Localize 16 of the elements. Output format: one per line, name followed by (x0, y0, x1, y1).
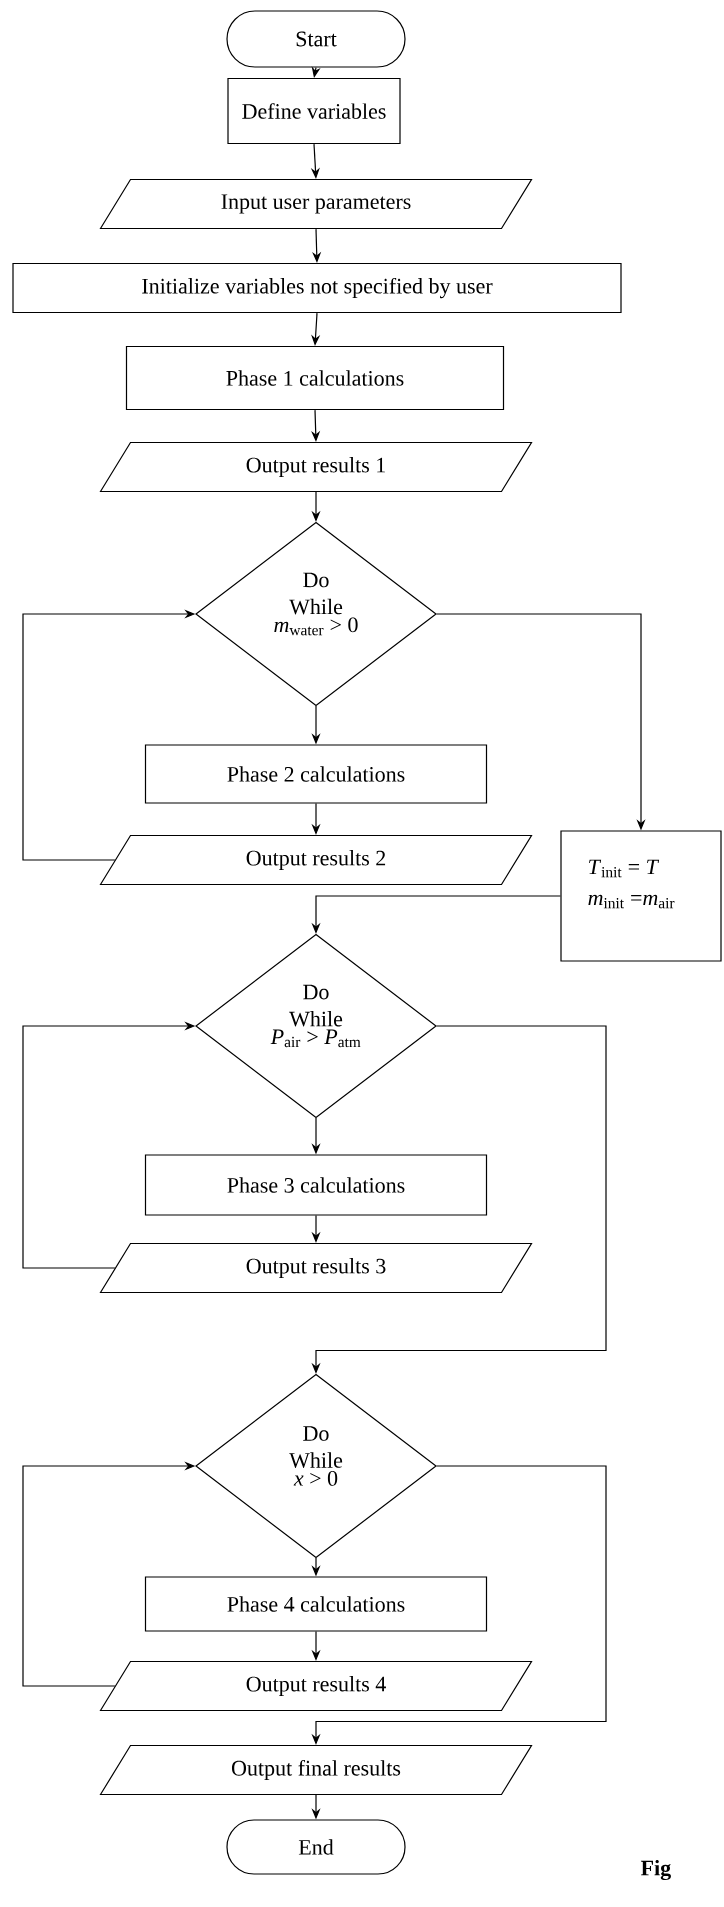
process-box: Initialize variables not specified by user (12, 262, 622, 314)
io-parallelogram: Input user parameters (99, 178, 533, 230)
figure-caption: Fig (641, 1859, 671, 1881)
terminal-box: Start (226, 10, 406, 68)
io-parallelogram: Output results 1 (99, 441, 533, 493)
io-parallelogram: Output results 3 (99, 1242, 533, 1294)
terminal-box: End (226, 1819, 406, 1875)
io-parallelogram: Output results 2 (99, 834, 533, 886)
process-box: Phase 3 calculations (144, 1154, 488, 1216)
io-parallelogram: Output final results (99, 1744, 533, 1796)
process-box: Phase 2 calculations (144, 744, 488, 804)
process-box: Phase 1 calculations (125, 345, 505, 411)
io-parallelogram: Output results 4 (99, 1660, 533, 1712)
process-box: Define variables (227, 77, 401, 145)
process-box: Phase 4 calculations (144, 1576, 488, 1632)
assignment-box: T$_{init}$ = T m$_{init}$ =m$_{air}$ (560, 830, 722, 962)
